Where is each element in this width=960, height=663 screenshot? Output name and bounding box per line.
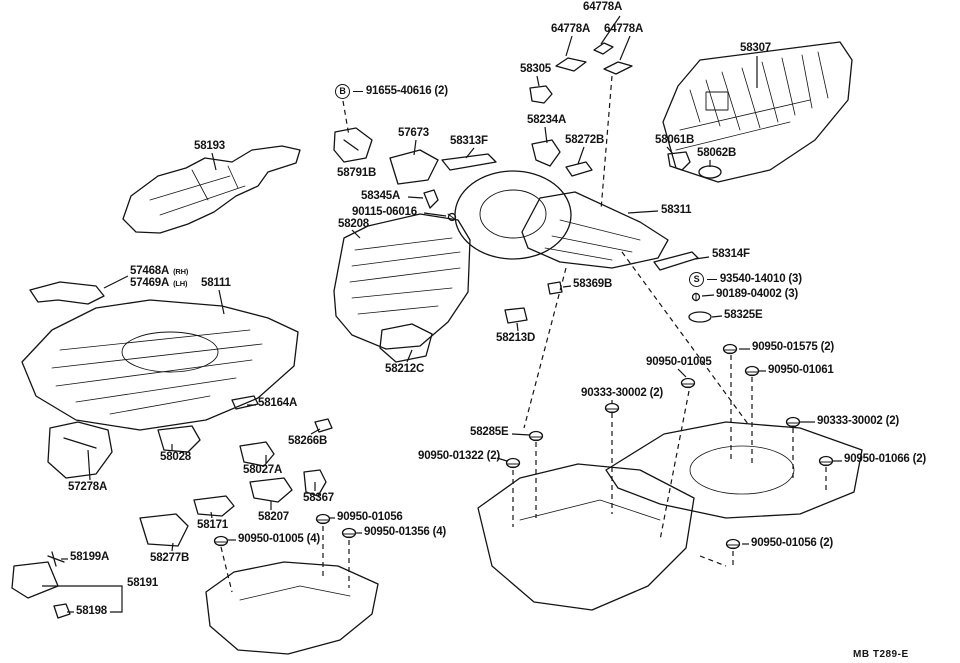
- leader-line: [218, 289, 225, 315]
- leader-line: [406, 349, 413, 363]
- fastener-pin-icon: [604, 402, 620, 414]
- leader-line: [666, 146, 674, 155]
- fastener-pins: [213, 343, 834, 550]
- leader-line: [407, 196, 424, 199]
- leader-line: [423, 212, 447, 217]
- leader-line: [511, 433, 531, 436]
- leader-line: [310, 428, 321, 435]
- fastener-pin-icon: [528, 430, 544, 442]
- leader-line: [711, 315, 723, 318]
- dashed-leader-line: [659, 390, 690, 541]
- dashed-leader-line: [523, 267, 567, 429]
- leader-line: [87, 449, 91, 481]
- leader-line: [465, 147, 475, 159]
- part-shapes: [11, 41, 863, 655]
- fastener-pin-icon: [505, 457, 521, 469]
- leader-line: [496, 457, 508, 462]
- leader-line: [562, 285, 572, 288]
- fastener-pin-icon: [818, 455, 834, 467]
- dashed-leader-line: [220, 546, 233, 593]
- leader-lines: [42, 15, 842, 613]
- fastener-pin-icon: [725, 538, 741, 550]
- fastener-pin-icon: [315, 513, 331, 525]
- leader-line: [600, 15, 621, 45]
- leader-line: [694, 256, 710, 260]
- leader-line: [544, 126, 548, 144]
- diagram-code: MB T289-E: [853, 649, 909, 660]
- leader-line: [565, 35, 573, 57]
- fastener-pin-icon: [722, 343, 738, 355]
- leader-line: [516, 322, 519, 332]
- leader-line: [677, 368, 687, 378]
- dashed-leader-line: [600, 75, 613, 211]
- leader-line: [627, 210, 659, 214]
- leader-line: [619, 35, 631, 61]
- dashed-leader-line: [699, 555, 727, 567]
- fastener-pin-icon: [213, 535, 229, 547]
- leader-line: [413, 139, 417, 156]
- dashed-leader-line: [342, 100, 350, 137]
- dashed-leader-line: [621, 251, 749, 425]
- leader-line: [701, 294, 715, 297]
- leader-line: [536, 75, 540, 87]
- fastener-pin-icon: [341, 527, 357, 539]
- leader-line: [351, 229, 361, 239]
- leader-line: [210, 511, 213, 519]
- leader-line: [171, 542, 174, 552]
- fastener-pin-icon: [680, 377, 696, 389]
- leader-line: [211, 152, 217, 171]
- leader-line: [577, 146, 585, 165]
- leader-line: [103, 275, 129, 289]
- fastener-pin-icon: [785, 416, 801, 428]
- fastener-pin-icon: [744, 365, 760, 377]
- leader-line: [42, 585, 123, 613]
